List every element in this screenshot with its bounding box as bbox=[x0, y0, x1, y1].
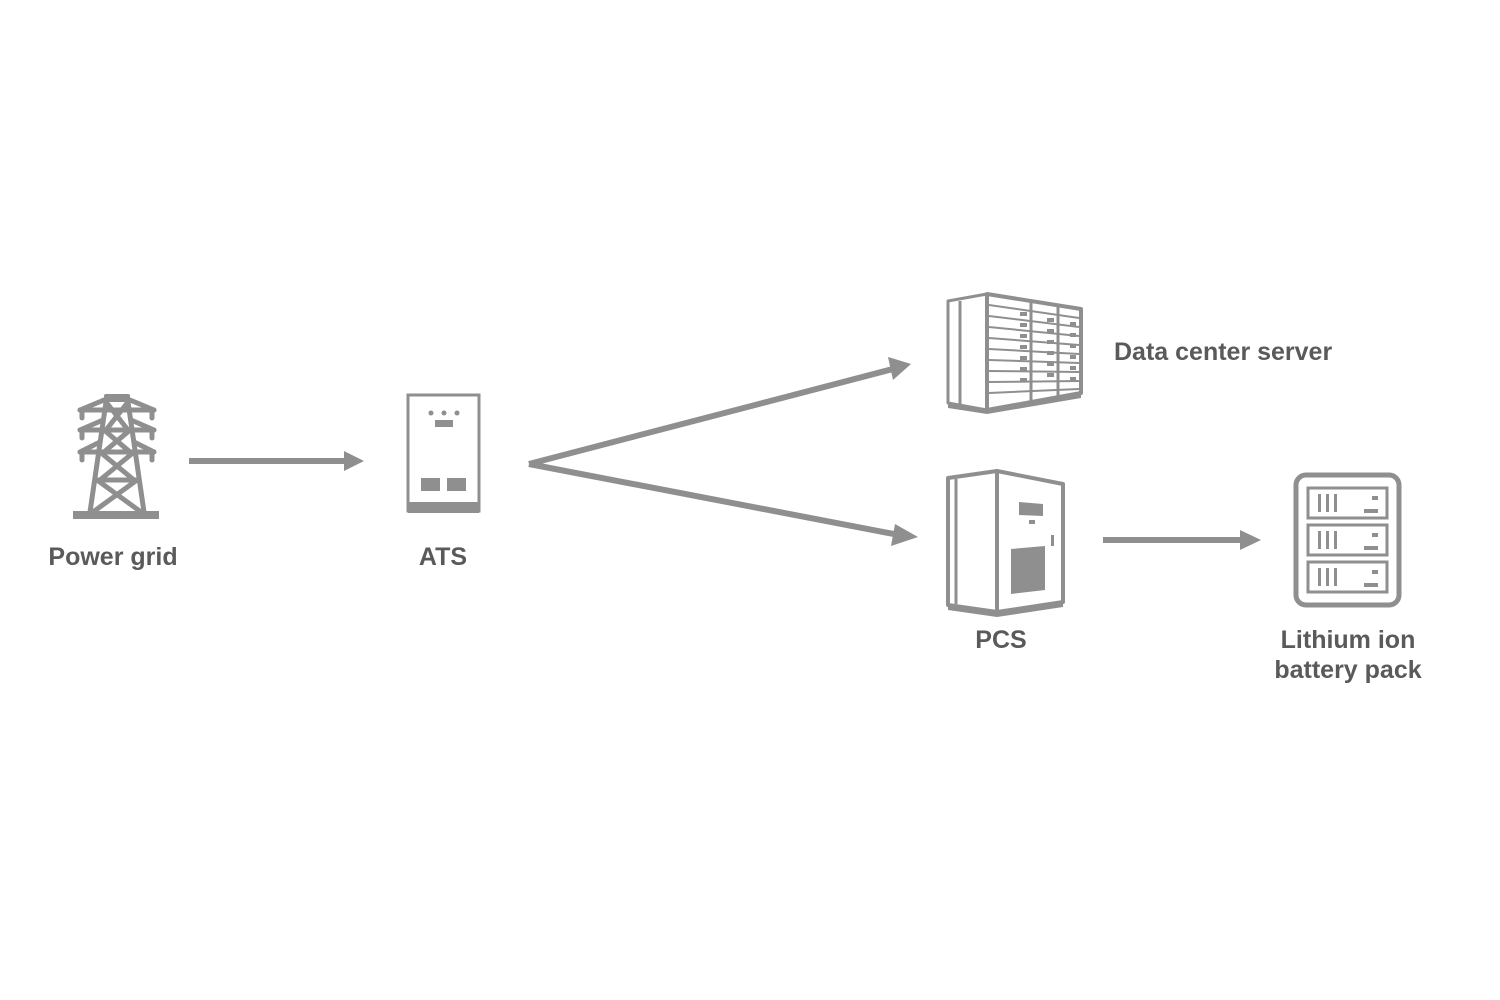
arrow-grid-to-ats bbox=[189, 451, 364, 471]
battery-pack-label-line2: battery pack bbox=[1274, 656, 1422, 684]
data-center-server-label: Data center server bbox=[1114, 338, 1333, 366]
ats-label: ATS bbox=[418, 543, 468, 571]
battery-rack-icon bbox=[1293, 472, 1402, 608]
arrow-ats-to-server bbox=[528, 357, 911, 467]
pcs-cabinet-icon bbox=[946, 469, 1065, 617]
ats-cabinet-icon bbox=[406, 393, 481, 513]
tower-base bbox=[73, 511, 159, 519]
pcs-label: PCS bbox=[975, 626, 1027, 654]
arrow-pcs-to-battery bbox=[1103, 530, 1261, 550]
transmission-tower-icon bbox=[77, 394, 157, 515]
arrow-ats-to-pcs bbox=[528, 461, 918, 546]
server-rack-icon bbox=[946, 292, 1083, 414]
battery-pack-label: Lithium ion battery pack bbox=[1274, 625, 1421, 685]
power-grid-label: Power grid bbox=[48, 543, 178, 571]
battery-pack-label-line1: Lithium ion bbox=[1280, 626, 1416, 654]
